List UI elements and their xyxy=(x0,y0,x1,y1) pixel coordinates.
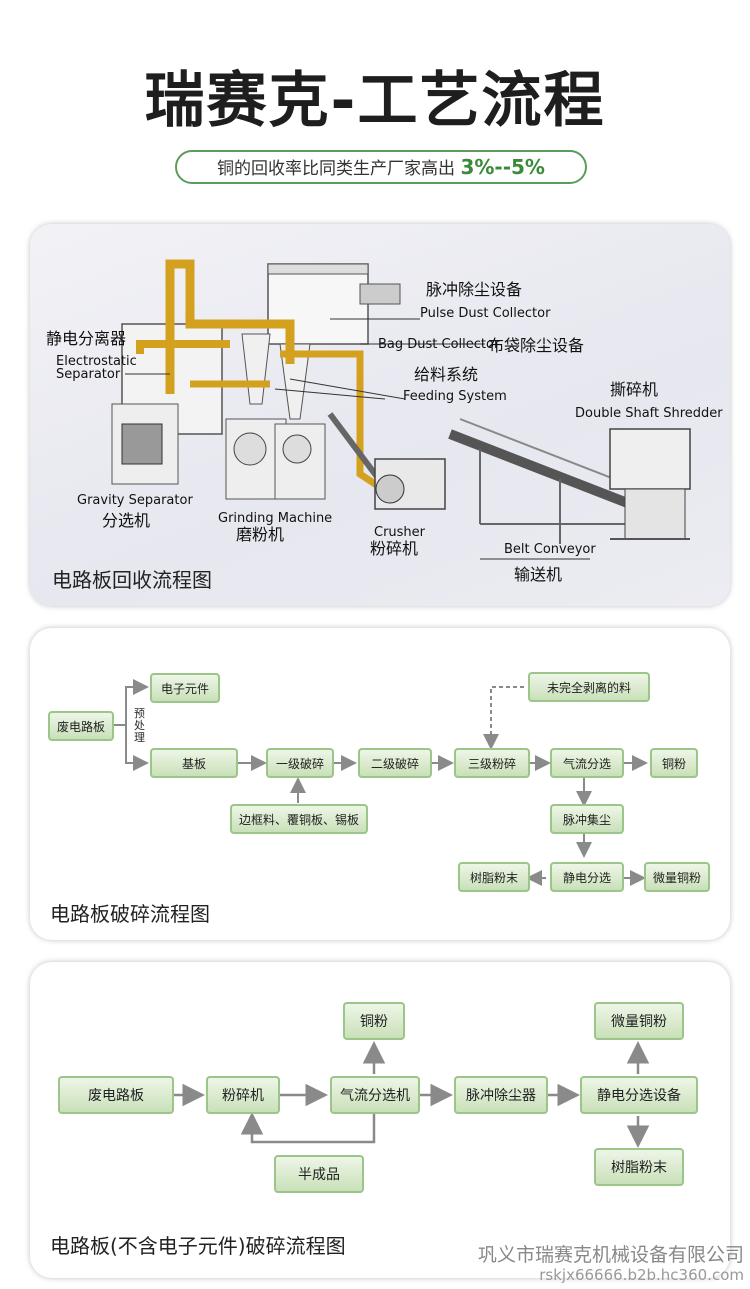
node-components: 电子元件 xyxy=(150,673,220,703)
label-pulse-en: Pulse Dust Collector xyxy=(420,306,551,321)
node-primary: 一级破碎 xyxy=(266,748,334,778)
node-secondary: 二级破碎 xyxy=(358,748,432,778)
label-gravity-cn: 分选机 xyxy=(102,511,151,530)
node-resin: 树脂粉末 xyxy=(594,1148,684,1186)
node-edge-scrap: 边框料、覆铜板、锡板 xyxy=(230,804,368,834)
company-name: 巩义市瑞赛克机械设备有限公司 xyxy=(477,1244,744,1266)
node-electrostatic: 静电分选设备 xyxy=(580,1076,698,1114)
node-substrate: 基板 xyxy=(150,748,238,778)
node-airflow: 气流分选 xyxy=(550,748,624,778)
node-waste-board: 废电路板 xyxy=(58,1076,174,1114)
crushing-flow-card: 废电路板 预处理 电子元件 基板 一级破碎 二级破碎 三级粉碎 未完全剥离的料 … xyxy=(30,628,730,940)
pretreat-label: 预处理 xyxy=(134,707,145,744)
label-pulse-cn: 脉冲除尘设备 xyxy=(426,280,523,299)
label-feeding-cn: 给料系统 xyxy=(414,365,479,384)
flow2-connectors xyxy=(174,1041,650,1148)
no-component-flow-card: 废电路板 粉碎机 气流分选机 脉冲除尘器 静电分选设备 铜粉 半成品 微量铜粉 … xyxy=(30,962,730,1278)
label-electro-en1: Electrostatic xyxy=(56,354,137,369)
label-electro-en2: Separator xyxy=(56,367,121,382)
node-resin: 树脂粉末 xyxy=(458,862,530,892)
company-url: rskjx66666.b2b.hc360.com xyxy=(539,1266,744,1284)
label-gravity-en: Gravity Separator xyxy=(77,493,193,508)
node-crusher: 粉碎机 xyxy=(206,1076,280,1114)
node-airflow: 气流分选机 xyxy=(330,1076,420,1114)
node-micro-copper: 微量铜粉 xyxy=(644,862,710,892)
node-micro-copper: 微量铜粉 xyxy=(594,1002,684,1040)
subtitle-pill: 铜的回收率比同类生产厂家高出 3%--5% xyxy=(175,150,587,184)
node-tertiary: 三级粉碎 xyxy=(454,748,530,778)
label-belt-cn: 输送机 xyxy=(514,565,563,584)
label-shredder-cn: 撕碎机 xyxy=(610,380,659,399)
label-belt-en: Belt Conveyor xyxy=(504,542,596,557)
flow2-caption: 电路板(不含电子元件)破碎流程图 xyxy=(50,1234,346,1258)
recycling-line-card: 脉冲除尘设备 Pulse Dust Collector Bag Dust Col… xyxy=(30,224,730,606)
node-copper-powder: 铜粉 xyxy=(650,748,698,778)
label-grinding-cn: 磨粉机 xyxy=(236,525,285,544)
label-grinding-en: Grinding Machine xyxy=(218,511,333,526)
flow1-caption: 电路板破碎流程图 xyxy=(50,902,210,926)
label-crusher-cn: 粉碎机 xyxy=(370,539,419,558)
node-semi: 半成品 xyxy=(274,1155,364,1193)
illustration-caption: 电路板回收流程图 xyxy=(52,568,212,592)
label-bag-cn: 布袋除尘设备 xyxy=(488,336,585,355)
machine-illustration xyxy=(111,259,691,560)
subtitle-text: 铜的回收率比同类生产厂家高出 xyxy=(217,159,456,179)
node-unstripped: 未完全剥离的料 xyxy=(528,672,650,702)
node-copper-powder: 铜粉 xyxy=(343,1002,405,1040)
label-bag-en: Bag Dust Collector xyxy=(378,337,500,352)
label-shredder-en: Double Shaft Shredder xyxy=(575,406,723,421)
subtitle-highlight: 3%--5% xyxy=(460,155,545,179)
node-waste-board: 废电路板 xyxy=(48,711,114,741)
label-crusher-en: Crusher xyxy=(374,525,426,540)
node-electrostatic: 静电分选 xyxy=(550,862,624,892)
node-pulse: 脉冲除尘器 xyxy=(454,1076,548,1114)
label-feeding-en: Feeding System xyxy=(403,389,507,404)
page-title: 瑞赛克-工艺流程 xyxy=(144,66,606,136)
label-electro-cn: 静电分离器 xyxy=(46,329,127,348)
node-pulse-dust: 脉冲集尘 xyxy=(550,804,624,834)
flow1-connectors xyxy=(112,679,648,886)
